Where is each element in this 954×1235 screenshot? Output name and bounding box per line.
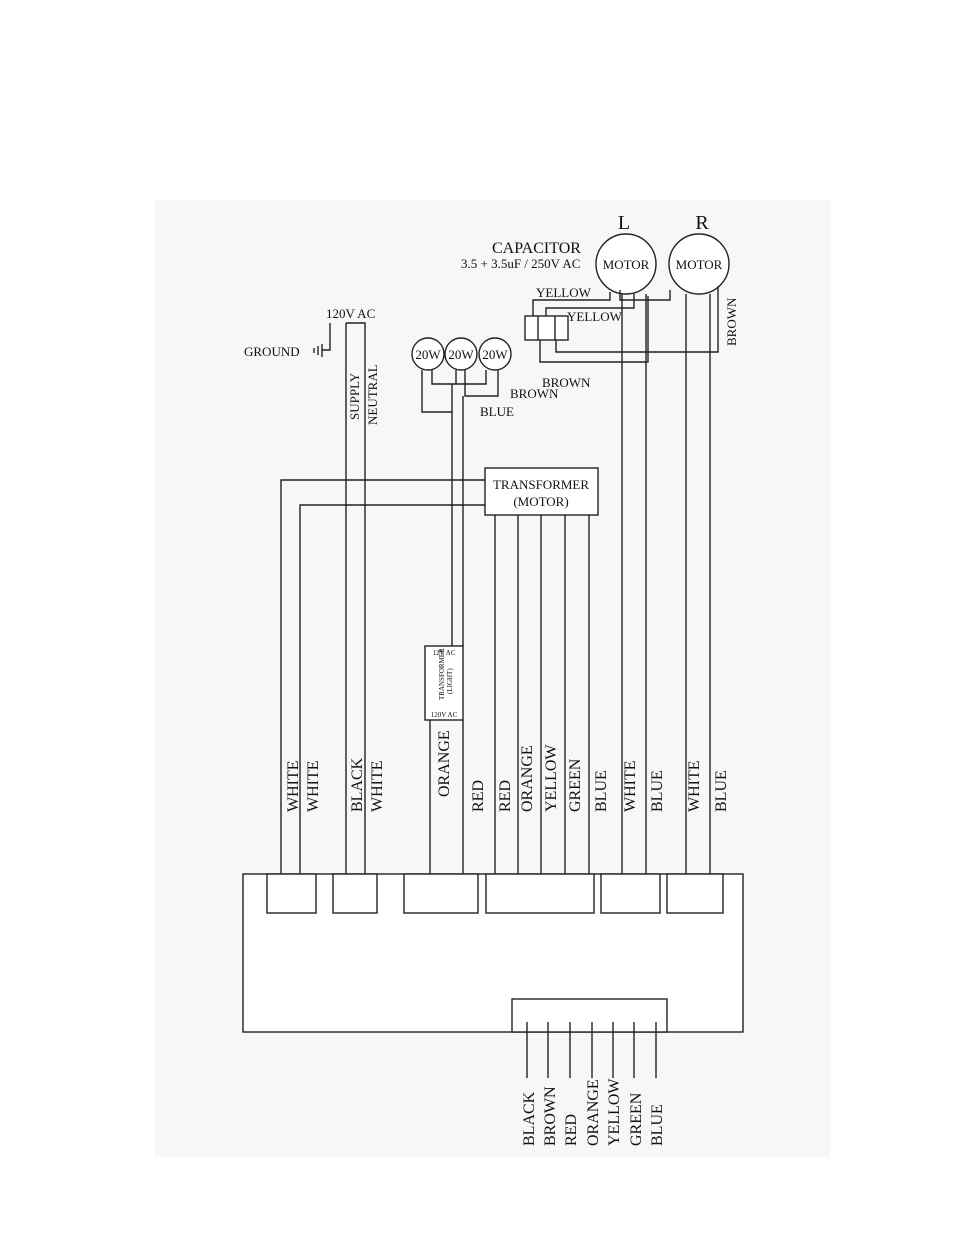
yellow-label-1: YELLOW [536, 285, 592, 300]
wire-label-blue-3: BLUE [713, 770, 730, 812]
bottom-label-blue: BLUE [649, 1104, 666, 1146]
supply-label: SUPPLY [347, 372, 362, 420]
transformer-motor-line2: (MOTOR) [513, 494, 568, 509]
wire-yellow-2 [545, 294, 635, 316]
motor-right-label: MOTOR [676, 257, 723, 272]
bottom-label-yellow: YELLOW [606, 1078, 623, 1146]
transformer-light-name1: TRANSFORMER [438, 648, 446, 700]
supply-voltage-label: 120V AC [326, 306, 375, 321]
lamp-2: 20W [444, 337, 478, 371]
neutral-label: NEUTRAL [365, 364, 380, 425]
motor-left-side-label: L [618, 212, 630, 234]
motor-right-side-label: R [695, 212, 709, 234]
brown-label-right: BROWN [724, 297, 739, 346]
ground-label: GROUND [244, 344, 300, 359]
bottom-label-green: GREEN [628, 1092, 645, 1146]
wire-label-orange-2: ORANGE [519, 745, 536, 812]
capacitor-title: CAPACITOR [492, 240, 581, 257]
capacitor-rating: 3.5 + 3.5uF / 250V AC [461, 256, 580, 271]
lamp-1: 20W [411, 337, 445, 371]
wire-label-white-3: WHITE [369, 760, 386, 812]
capacitor-box [524, 315, 569, 341]
wire-label-orange-1: ORANGE [436, 730, 453, 797]
wire-brown-right [555, 286, 719, 353]
bottom-label-orange: ORANGE [585, 1079, 602, 1146]
transformer-light-box [424, 645, 464, 721]
wire-label-red-1: RED [470, 780, 487, 812]
wire-label-white-4: WHITE [622, 760, 639, 812]
wire-label-green: GREEN [567, 758, 584, 812]
wire-label-white-2: WHITE [305, 760, 322, 812]
connector-5 [600, 873, 661, 914]
blue-label: BLUE [480, 404, 514, 419]
bottom-label-red: RED [563, 1114, 580, 1146]
transformer-motor-line1: TRANSFORMER [493, 477, 589, 492]
wire-label-blue-1: BLUE [593, 770, 610, 812]
motor-right: MOTOR [668, 233, 730, 295]
svg-text:20W: 20W [482, 347, 508, 362]
lamp-3: 20W [478, 337, 512, 371]
transformer-light-name2: (LIGHT) [446, 668, 454, 694]
bottom-label-brown: BROWN [542, 1086, 559, 1146]
connector-1 [266, 873, 317, 914]
brown-label-1: BROWN [542, 375, 591, 390]
wire-label-black: BLACK [349, 757, 366, 812]
svg-text:20W: 20W [448, 347, 474, 362]
connector-6 [666, 873, 724, 914]
connector-output [511, 998, 668, 1033]
yellow-label-2: YELLOW [567, 309, 623, 324]
connector-3 [403, 873, 479, 914]
transformer-light-top: 12V AC [432, 649, 455, 657]
svg-text:20W: 20W [415, 347, 441, 362]
bottom-label-black: BLACK [521, 1091, 538, 1146]
wire-label-red-2: RED [497, 780, 514, 812]
wire-label-white-5: WHITE [686, 760, 703, 812]
wire-label-white-1: WHITE [285, 760, 302, 812]
wire-label-yellow: YELLOW [543, 744, 560, 812]
wire-label-blue-2: BLUE [649, 770, 666, 812]
connector-4 [485, 873, 595, 914]
motor-left: MOTOR [595, 233, 657, 295]
brown-label-2: BROWN [510, 386, 559, 401]
motor-left-label: MOTOR [603, 257, 650, 272]
connector-2 [332, 873, 378, 914]
transformer-light-bottom: 120V AC [431, 711, 458, 719]
transformer-motor-box [484, 467, 599, 516]
